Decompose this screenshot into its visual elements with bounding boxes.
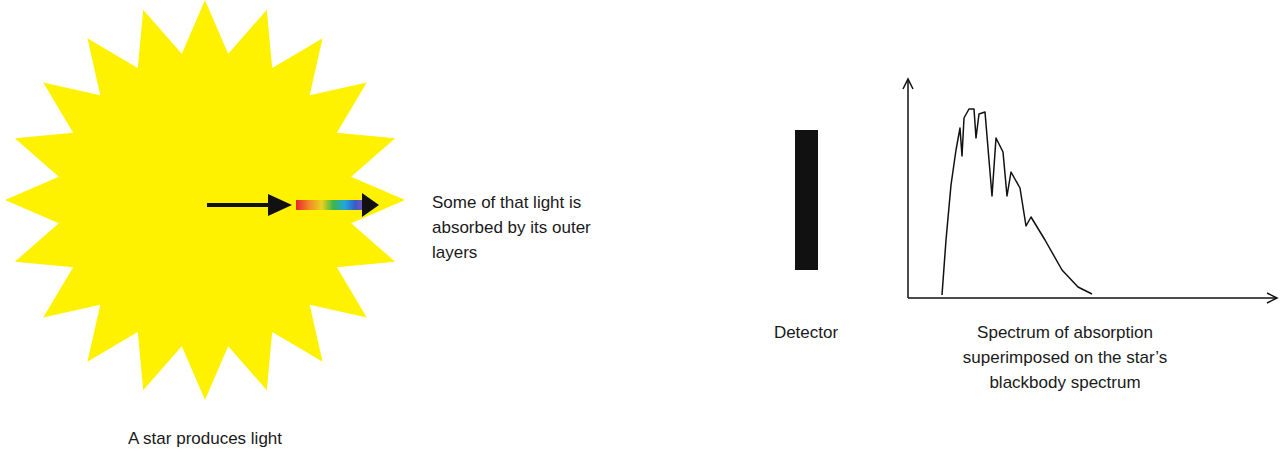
spectrum-band <box>296 200 364 210</box>
x-axis <box>908 297 1276 299</box>
arrow-head <box>362 193 379 217</box>
note: Some of that light is absorbed by its ou… <box>432 190 632 265</box>
axis-arrow <box>903 79 913 89</box>
star-caption: A star produces light <box>105 426 305 451</box>
arrow-head <box>268 194 292 216</box>
light-ray <box>207 203 272 207</box>
chart-caption: Spectrum of absorption superimposed on t… <box>945 320 1185 395</box>
star <box>5 0 405 400</box>
spectrum-curve <box>942 109 1092 295</box>
axis-arrow <box>1267 293 1277 303</box>
detector-label: Detector <box>756 320 856 345</box>
y-axis <box>907 80 909 298</box>
detector <box>795 130 818 270</box>
